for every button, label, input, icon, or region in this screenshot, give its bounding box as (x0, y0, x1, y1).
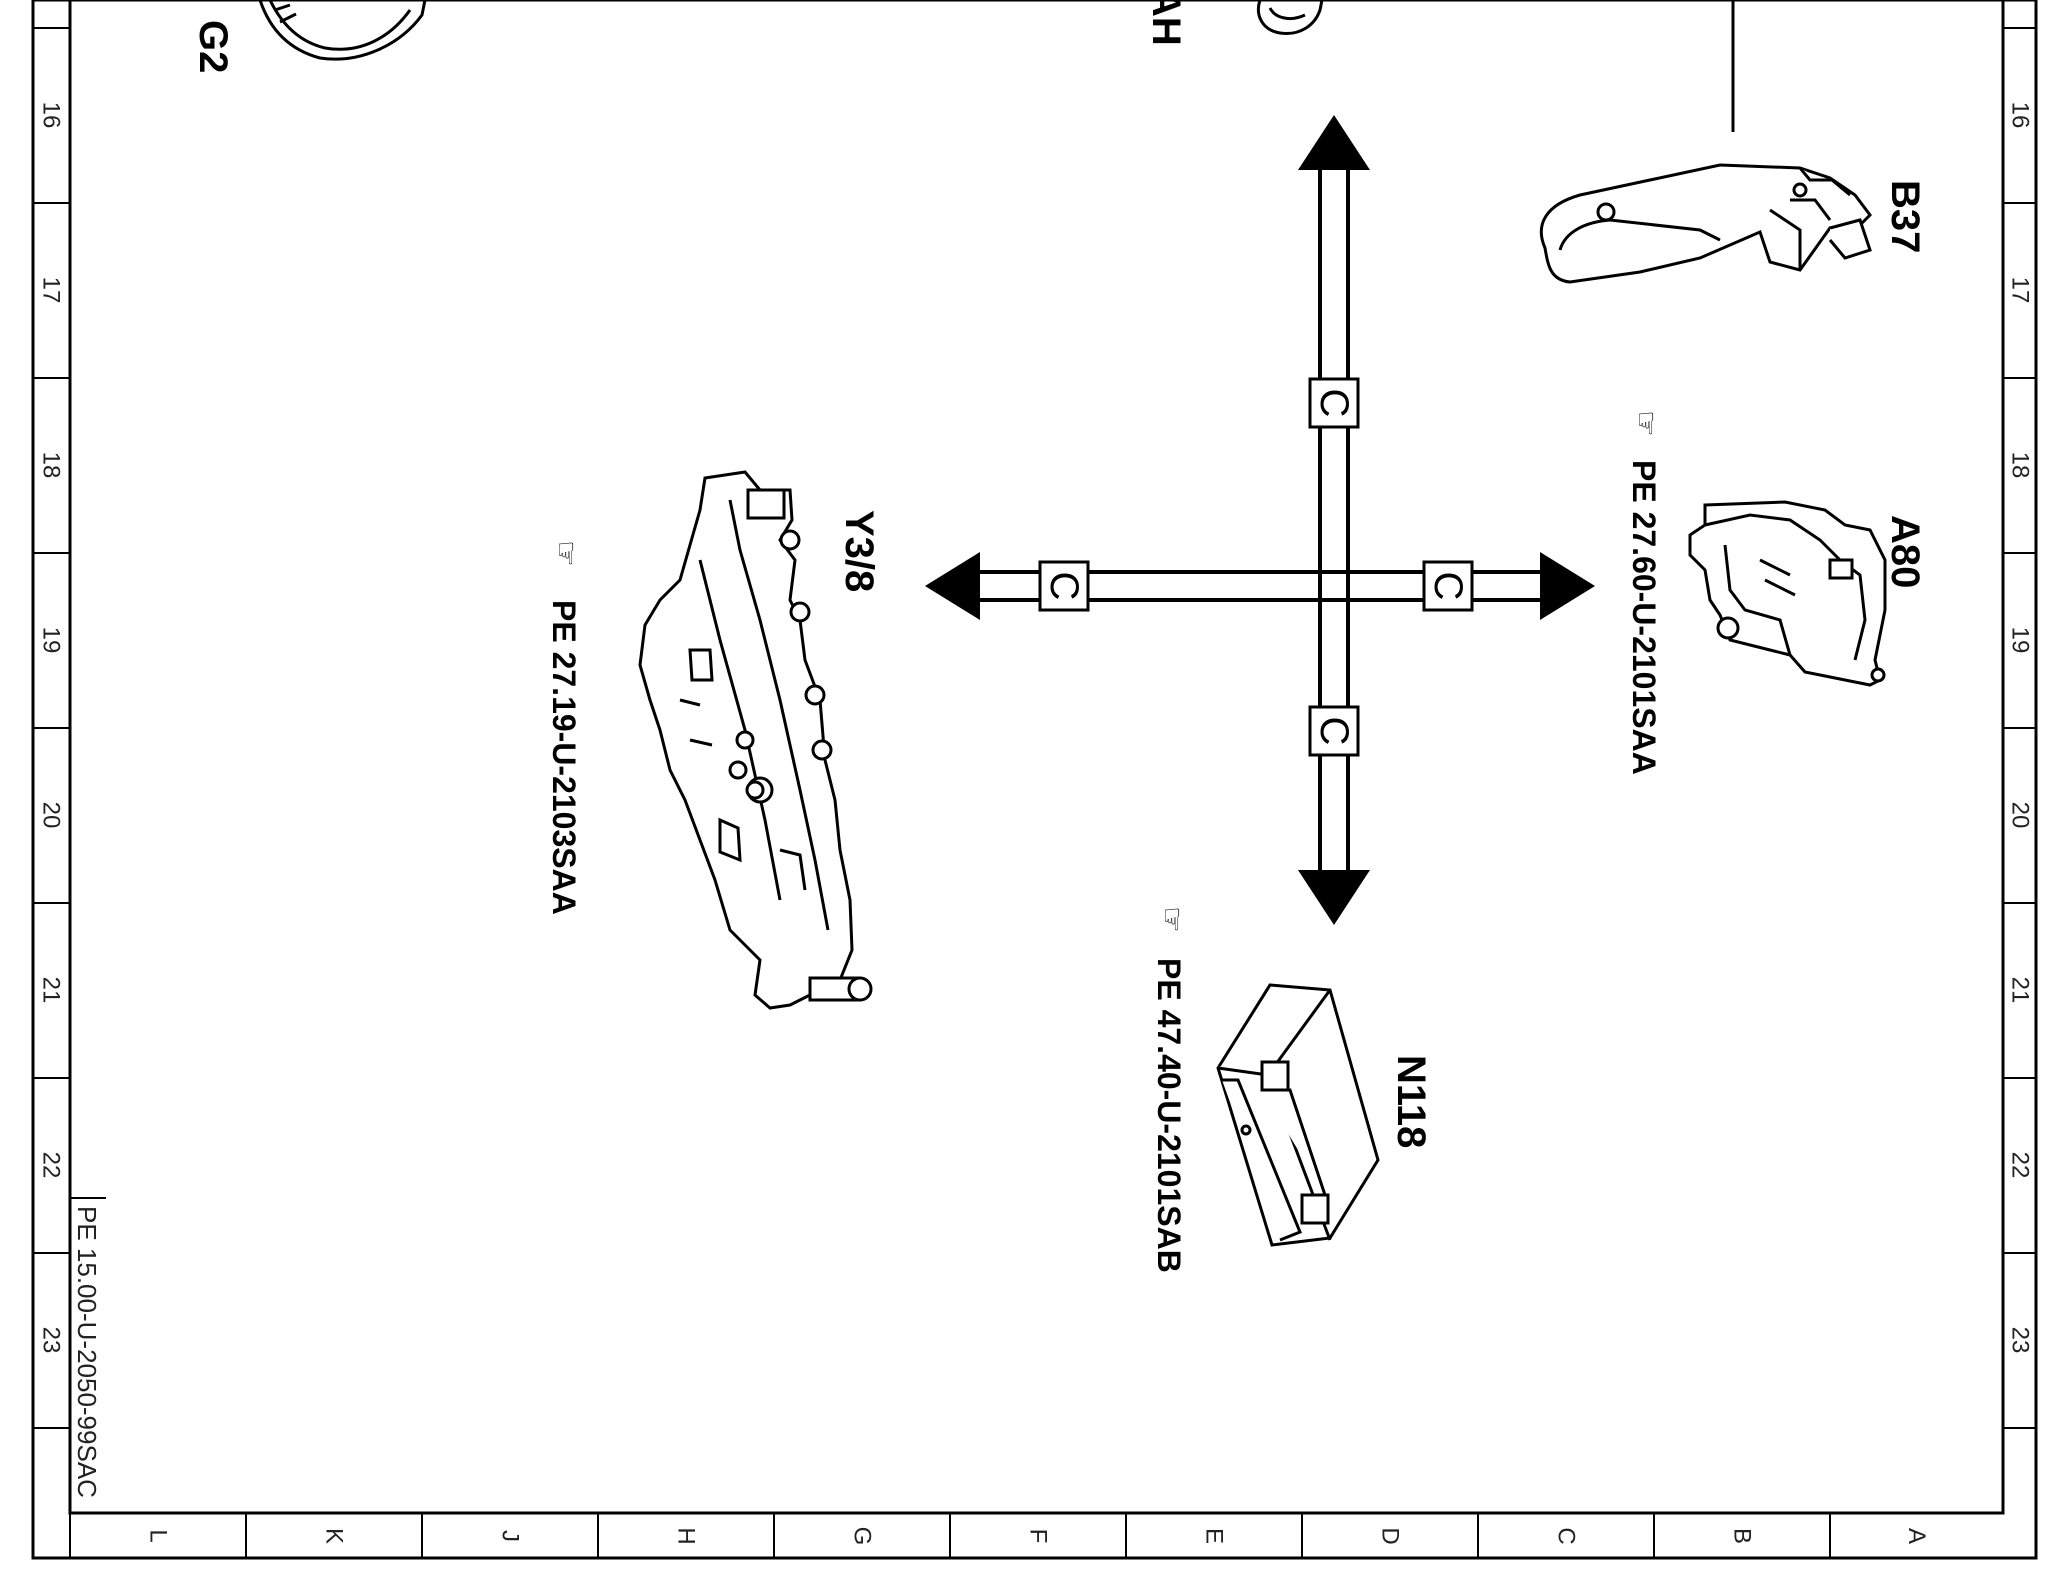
cross-center (1322, 574, 1346, 598)
bottom-ruler-label: A (1903, 1528, 1930, 1544)
right-ruler-label: 16 (2007, 102, 2034, 129)
c-marker-right: C (1422, 560, 1474, 612)
bottom-ruler-label: G (849, 1527, 876, 1546)
svg-text:C: C (1312, 717, 1356, 746)
right-ruler-label: 21 (2007, 977, 2034, 1004)
left-ruler-label: 20 (38, 802, 65, 829)
bottom-ruler-label: H (673, 1527, 700, 1544)
bottom-ruler-label: F (1025, 1529, 1052, 1544)
outer-frame (31, 0, 2038, 1560)
y3-8-label: Y3/8 (837, 510, 881, 592)
n118-ref-icon: ☞ (1155, 906, 1188, 933)
g2-component (258, 0, 427, 61)
n118-module-drawing (1216, 983, 1380, 1247)
bottom-ruler-label: D (1377, 1527, 1404, 1544)
c-marker-bottom: C (1308, 705, 1360, 757)
c-marker-top: C (1308, 377, 1360, 429)
bottom-ruler-label: L (145, 1529, 172, 1542)
c-marker-left: C (1038, 560, 1090, 612)
left-ruler-label: 19 (38, 627, 65, 654)
ah-component-partial (1256, 0, 1324, 35)
right-ruler-label: 19 (2007, 627, 2034, 654)
svg-text:C: C (1042, 572, 1086, 601)
left-ruler-label: 21 (38, 977, 65, 1004)
arrow-down-head (1298, 870, 1370, 925)
right-ruler-label: 17 (2007, 277, 2034, 304)
right-ruler-label: 18 (2007, 452, 2034, 479)
arrow-up-head (1298, 115, 1370, 170)
left-ruler-label: 23 (38, 1327, 65, 1354)
left-ruler-label: 17 (38, 277, 65, 304)
arrow-left-head (925, 552, 980, 620)
y3-8-ref-icon: ☞ (549, 540, 582, 567)
b37-pedal-drawing (1539, 163, 1872, 284)
arrow-right-head (1540, 552, 1595, 620)
a80-ref-icon: ☞ (1629, 410, 1662, 437)
b37-label: B37 (1883, 180, 1927, 253)
bottom-ruler-label: J (497, 1530, 524, 1542)
direction-cross (975, 160, 1545, 880)
inner-frame (68, 0, 2005, 1515)
bottom-ruler-label: E (1201, 1528, 1228, 1544)
n118-label: N118 (1389, 1055, 1433, 1148)
y3-8-valve-body-drawing (638, 470, 873, 1010)
a80-label: A80 (1883, 515, 1927, 588)
bottom-ruler (69, 1513, 1831, 1558)
bottom-ruler-label: K (321, 1528, 348, 1544)
left-ruler-label: 16 (38, 102, 65, 129)
bottom-ruler-label: C (1553, 1527, 1580, 1544)
bottom-ruler-label: B (1729, 1528, 1756, 1544)
left-ruler-label: 18 (38, 452, 65, 479)
ah-label: AH (1144, 0, 1188, 46)
right-ruler-label: 20 (2007, 802, 2034, 829)
left-ruler-label: 22 (38, 1152, 65, 1179)
left-ruler (33, 27, 70, 1429)
a80-drawing (1688, 500, 1887, 687)
document-id: PE 15.00-U-2050-99SAC (72, 1206, 102, 1498)
g2-label: G2 (191, 20, 235, 73)
a80-ref: PE 27.60-U-2101SAA (1626, 460, 1662, 775)
y3-8-ref: PE 27.19-U-2103SAA (546, 600, 582, 915)
right-ruler-label: 23 (2007, 1327, 2034, 1354)
svg-text:C: C (1312, 389, 1356, 418)
right-ruler-label: 22 (2007, 1152, 2034, 1179)
n118-ref: PE 47.40-U-2101SAB (1151, 958, 1187, 1273)
right-ruler (2003, 27, 2036, 1429)
svg-text:C: C (1426, 572, 1470, 601)
